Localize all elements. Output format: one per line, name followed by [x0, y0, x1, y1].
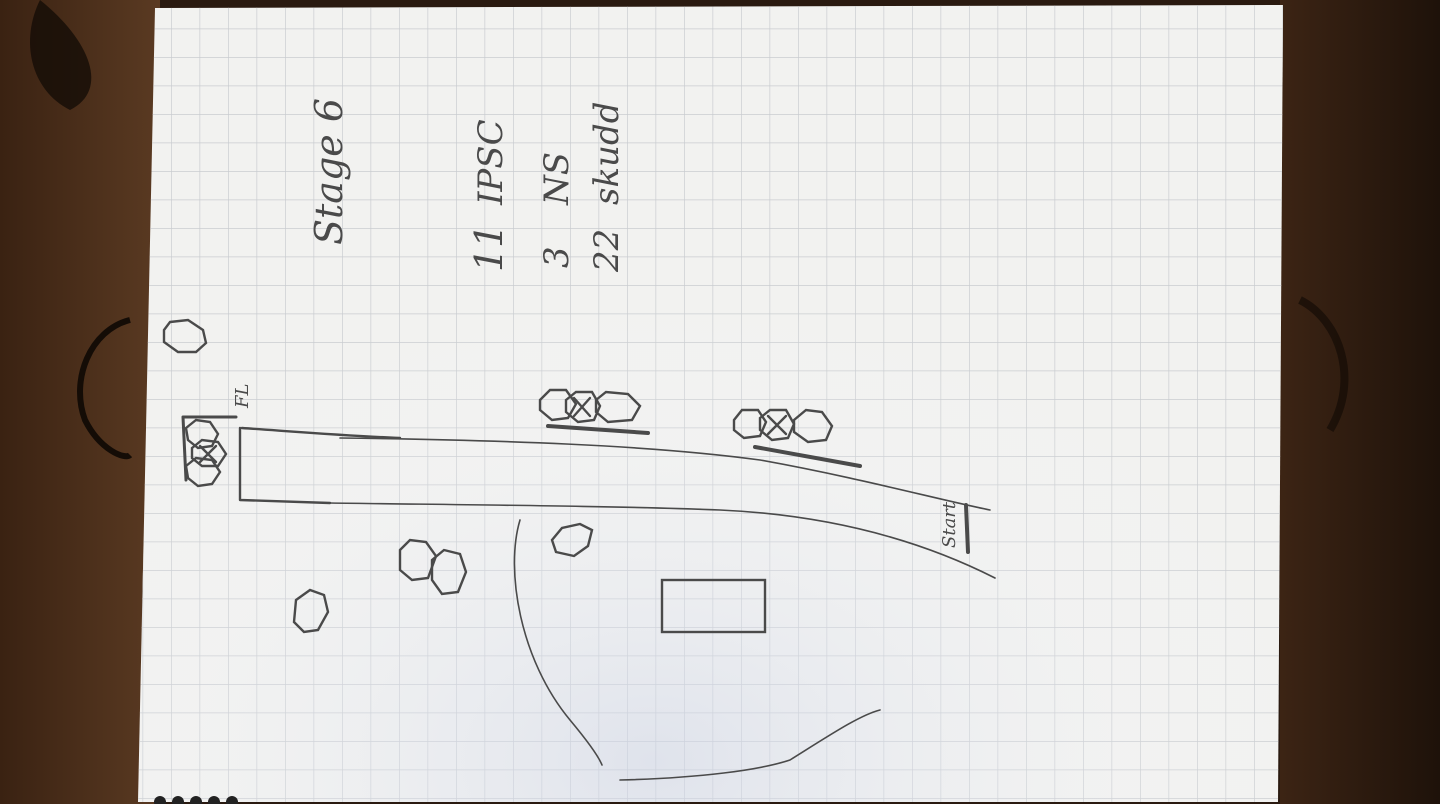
line3-label: skudd — [587, 102, 627, 205]
stage-title: Stage 6 — [307, 98, 351, 245]
line3-count: 22 — [587, 229, 627, 273]
start-label: Start — [939, 501, 960, 548]
line2-count: 3 — [537, 246, 577, 268]
line1-count: 11 — [467, 224, 511, 272]
start-mark — [966, 505, 968, 552]
line2-label: NS — [537, 152, 577, 206]
fault-line-label: FL — [232, 384, 253, 409]
table-right — [1280, 0, 1440, 804]
line1-label: IPSC — [471, 119, 511, 206]
